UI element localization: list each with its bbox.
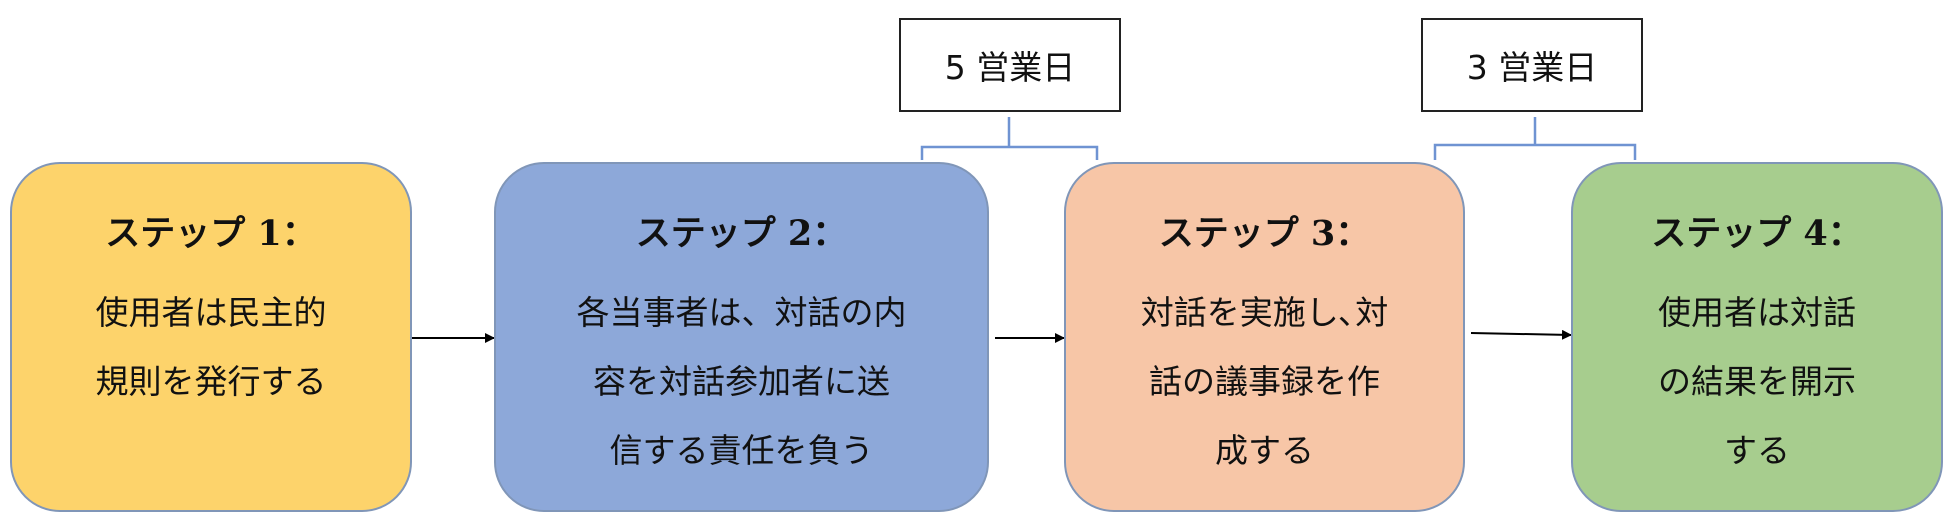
step-1-title: ステップ 1： — [105, 213, 317, 254]
step-3-description: 対話を実施し､対 話の議事録を作 成する — [1141, 278, 1389, 485]
step-1-line-1: 使用者は民主的 — [95, 293, 327, 332]
step-2-description: 各当事者は、対話の内 容を対話参加者に送 信する責任を負う — [577, 278, 907, 485]
step-4-line-1: 使用者は対話 — [1658, 293, 1856, 332]
step-2-line-3: 信する責任を負う — [609, 431, 874, 470]
step-1-description: 使用者は民主的 規則を発行する — [96, 278, 327, 416]
step-4-line-3: する — [1724, 431, 1790, 470]
step-4-title: ステップ 4： — [1651, 213, 1863, 254]
step-1-line-2: 規則を発行する — [95, 362, 327, 401]
duration-label-1: 5 営業日 — [944, 48, 1076, 87]
step-3-line-1: 対話を実施し､対 — [1140, 293, 1389, 332]
step-3-title: ステップ 3： — [1158, 213, 1371, 254]
step-4-description: 使用者は対話 の結果を開示 する — [1658, 278, 1856, 485]
step-2-line-2: 容を対話参加者に送 — [593, 362, 890, 401]
step-2-title: ステップ 2： — [635, 213, 848, 254]
step-3-box: ステップ 3： 対話を実施し､対 話の議事録を作 成する — [1064, 162, 1465, 512]
bracket-step3-step4 — [1433, 117, 1637, 160]
duration-box-2: 3 営業日 — [1421, 18, 1643, 112]
duration-label-2: 3 営業日 — [1466, 48, 1598, 87]
step-3-line-2: 話の議事録を作 — [1149, 362, 1380, 401]
step-4-box: ステップ 4： 使用者は対話 の結果を開示 する — [1571, 162, 1943, 512]
step-2-box: ステップ 2： 各当事者は、対話の内 容を対話参加者に送 信する責任を負う — [494, 162, 989, 512]
arrow-step3-to-step4 — [1470, 329, 1572, 340]
duration-box-1: 5 営業日 — [899, 18, 1121, 112]
step-3-line-3: 成する — [1215, 431, 1314, 470]
step-4-line-2: の結果を開示 — [1658, 362, 1856, 401]
bracket-step2-step3 — [920, 117, 1099, 160]
step-1-box: ステップ 1： 使用者は民主的 規則を発行する — [10, 162, 412, 512]
step-2-line-1: 各当事者は、対話の内 — [576, 293, 907, 332]
